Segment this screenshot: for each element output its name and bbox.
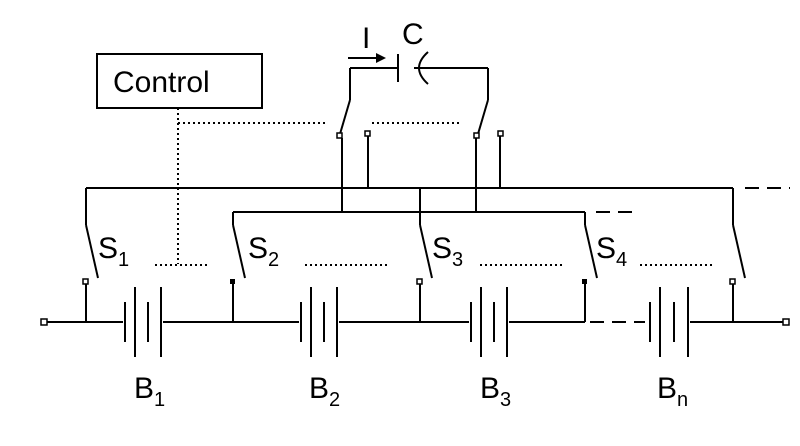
switch-s2 [230,212,246,322]
switch-label-s3: S3 [432,232,463,271]
battery-label-bn: Bn [657,372,688,411]
battery-label-b1: B1 [134,372,165,411]
flying-capacitor [336,51,504,212]
switch-label-s2: S2 [248,232,279,271]
switch-n [729,188,746,322]
capacitor-label: C [402,18,424,51]
control-block: Control [96,53,263,109]
switch-s4 [582,212,598,322]
battery-label-b3: B3 [480,372,511,411]
current-arrow: I [348,22,386,63]
battery-b1 [124,287,162,357]
battery-string [40,318,790,326]
battery-bn [649,287,689,357]
switch-label-s4: S4 [596,232,627,271]
control-label: Control [113,66,210,99]
battery-b3 [470,287,508,357]
switch-s3 [416,188,433,322]
switch-label-s1: S1 [98,232,129,271]
bus-lines [86,187,790,213]
current-label: I [362,22,370,55]
control-signal-lines [155,108,715,266]
battery-label-b2: B2 [309,372,340,411]
switch-s1 [82,188,99,322]
battery-b2 [300,287,338,357]
